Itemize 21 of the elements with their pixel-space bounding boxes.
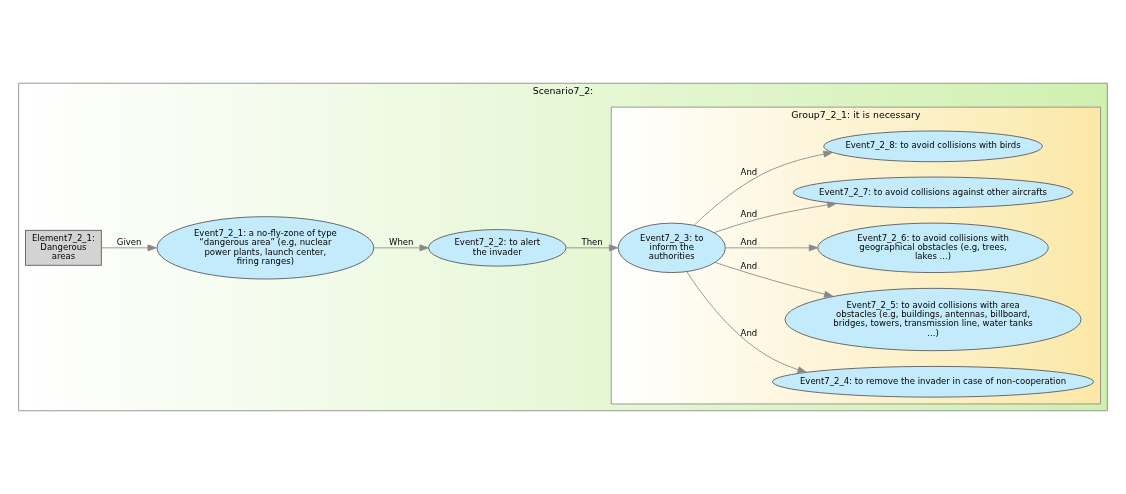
arrow — [725, 244, 819, 252]
node-box: Element7_2_1: Dangerous areas — [25, 229, 102, 266]
node-ellipse: Event7_2_2: to alert the invader — [428, 229, 567, 267]
edge-label: And — [740, 261, 758, 272]
edge-label: And — [740, 166, 758, 177]
node-ellipse: Event7_2_3: to inform the authorities — [617, 222, 726, 273]
arrow — [713, 201, 837, 233]
node-ellipse: Event7_2_1: a no-fly-zone of type “dangerous area” (e.g, nuclear power plants, launch center, firing ranges) — [156, 216, 375, 280]
arrow — [714, 262, 834, 298]
arrow — [565, 244, 619, 252]
edge-label: When — [389, 237, 414, 248]
edge-label: Given — [116, 237, 142, 248]
edge-label: And — [740, 237, 758, 248]
arrow — [101, 244, 157, 252]
edge-label: And — [740, 327, 758, 338]
node-ellipse: Event7_2_6: to avoid collisions with geographical obstacles (e.g, trees, lakes ...) — [817, 222, 1049, 273]
arrow — [686, 271, 807, 373]
arrow — [693, 150, 833, 226]
edge-label: Then — [581, 237, 603, 248]
arrow — [373, 244, 429, 252]
edge-label: And — [740, 209, 758, 220]
